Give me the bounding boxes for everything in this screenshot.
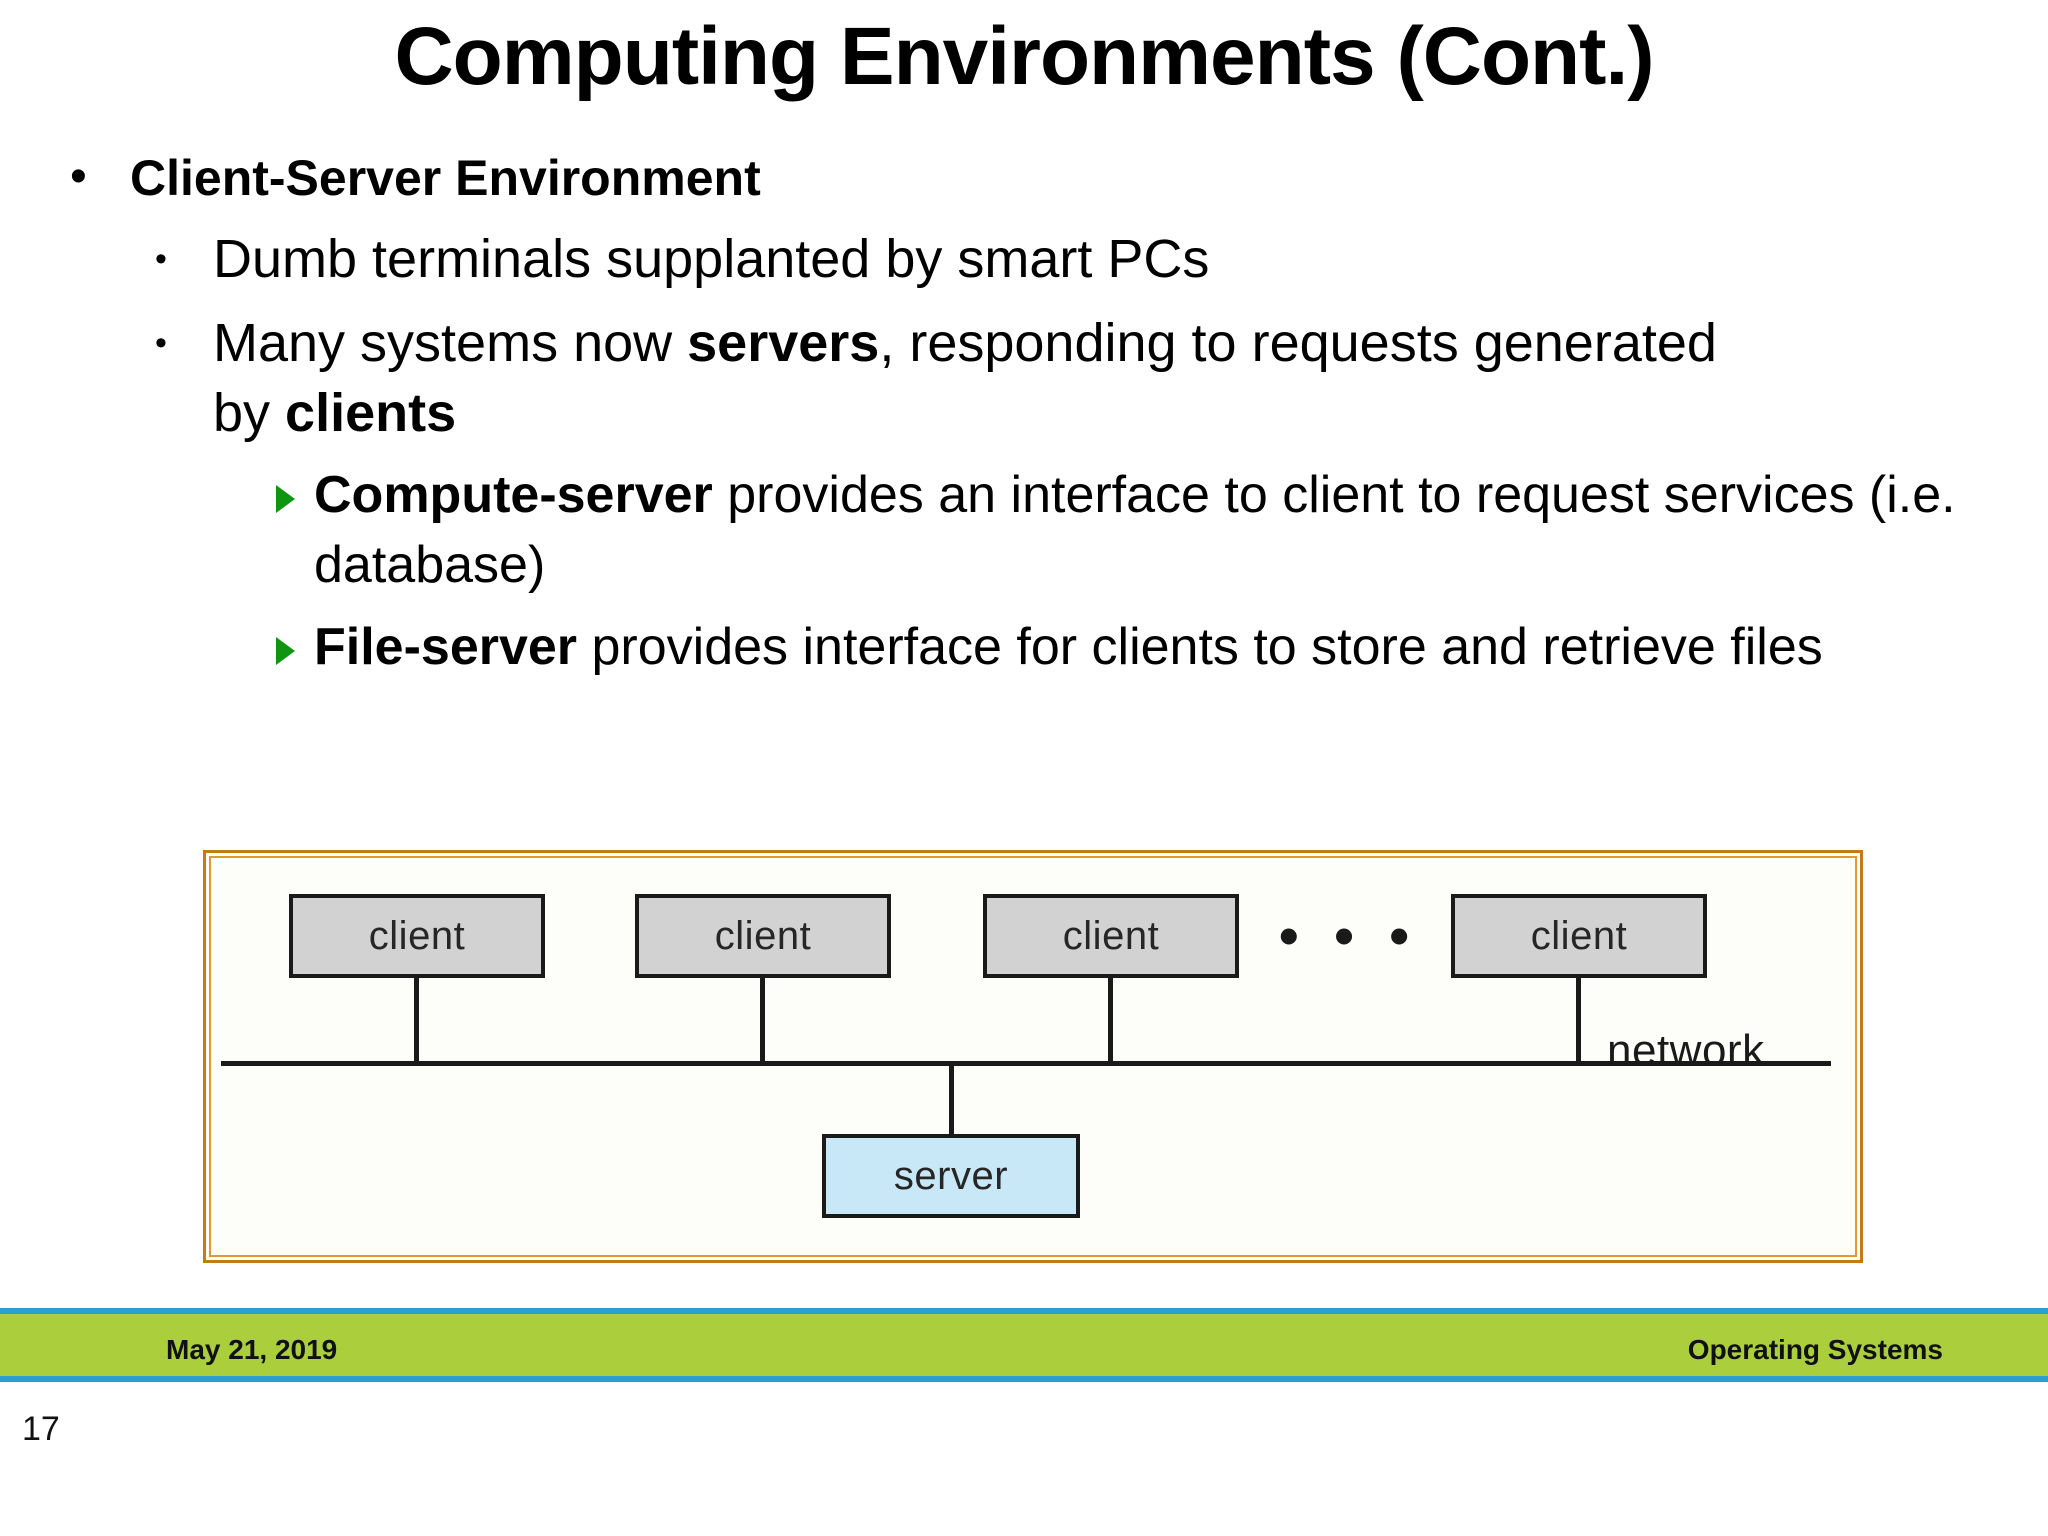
bullet-level2-many-systems: • Many systems now servers, responding t… [155, 308, 2048, 448]
bullet-level3-label: File-server provides interface for clien… [314, 612, 1823, 682]
client-node-3: client [983, 894, 1239, 978]
text-fragment: , responding to requests generated by [213, 313, 1717, 443]
connector-client-3 [1108, 978, 1113, 1063]
text-fragment: provides an interface to client to reque… [314, 466, 1956, 594]
text-emphasis-clients: clients [285, 383, 457, 443]
bullet-level2-label: Many systems now servers, responding to … [213, 308, 1773, 448]
ellipsis-icon: • • • [1279, 904, 1419, 967]
connector-client-1 [414, 978, 419, 1063]
slide-body: • Client-Server Environment • Dumb termi… [0, 140, 2048, 682]
bullet-level3-file-server: File-server provides interface for clien… [272, 612, 2048, 682]
bullet-level2-label: Dumb terminals supplanted by smart PCs [213, 229, 1210, 289]
bullet-level1-label: Client-Server Environment [130, 150, 761, 206]
diagram-canvas: client client client • • • client networ… [209, 856, 1857, 1257]
bullet-level2-dumb-terminals: • Dumb terminals supplanted by smart PCs [155, 224, 2048, 294]
connector-client-4 [1576, 978, 1581, 1063]
bullet-dot-icon: • [155, 240, 167, 278]
text-fragment: provides interface for clients to store … [577, 618, 1823, 676]
network-label: network [1607, 1026, 1765, 1075]
bullet-level3-compute-server: Compute-server provides an interface to … [272, 460, 2048, 600]
connector-server [949, 1061, 954, 1136]
text-emphasis-file-server: File-server [314, 618, 578, 676]
bullet-level1-client-server: • Client-Server Environment [70, 146, 2048, 210]
connector-client-2 [760, 978, 765, 1063]
client-node-4: client [1451, 894, 1707, 978]
bullet-dot-icon: • [70, 150, 87, 203]
slide-footer: May 21, 2019 Operating Systems [0, 1308, 2048, 1382]
bullet-level3-label: Compute-server provides an interface to … [314, 460, 2048, 600]
page-number: 17 [22, 1410, 60, 1448]
client-server-diagram: client client client • • • client networ… [203, 850, 1863, 1263]
footer-course-name: Operating Systems [1687, 1334, 1943, 1365]
client-node-2: client [635, 894, 891, 978]
client-node-1: client [289, 894, 545, 978]
text-fragment: Many systems now [213, 313, 688, 373]
page-title: Computing Environments (Cont.) [394, 11, 1654, 102]
server-node: server [822, 1134, 1080, 1218]
text-emphasis-compute-server: Compute-server [314, 466, 713, 524]
bullet-dot-icon: • [155, 324, 167, 362]
network-bus-line [221, 1061, 1831, 1066]
footer-date: May 21, 2019 [166, 1334, 338, 1365]
text-emphasis-servers: servers [687, 313, 880, 373]
